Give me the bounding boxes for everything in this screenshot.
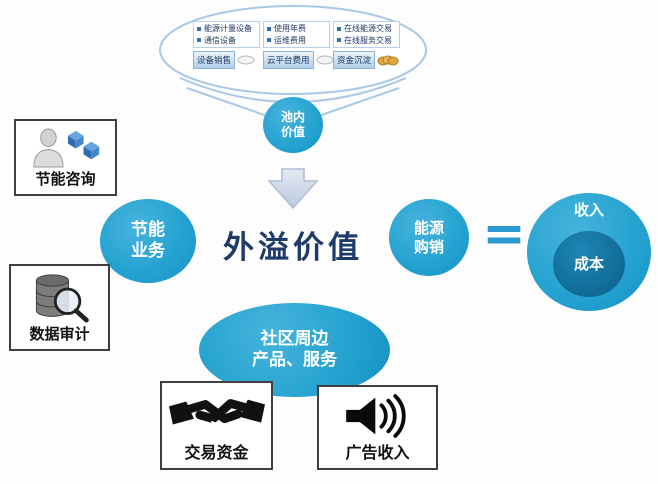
funnel-column-fees: 使用年费 运维费用 云平台费用 [263, 21, 334, 70]
bullet-icon [197, 38, 201, 43]
consultant-icon [32, 128, 99, 168]
energy-consulting-box: 节能咨询 [14, 119, 117, 196]
energy-trade-circle: 能源 购销 [389, 199, 469, 276]
income-label: 收入 [573, 201, 604, 219]
cost-circle: 成本 [553, 231, 625, 297]
funnel-item: 使用年费 [267, 24, 326, 34]
funnel-column-trading: 在线能源交易 在线服务交易 资金沉淀 [333, 21, 400, 70]
energy-business-circle: 节能 业务 [100, 199, 196, 283]
funnel-item-text: 运维费用 [274, 35, 306, 45]
funnel-label-row: 资金沉淀 [333, 51, 399, 70]
funnel-label-row: 云平台费用 [263, 51, 334, 70]
funnel-item-text: 通信设备 [204, 35, 236, 45]
business-line2: 业务 [131, 241, 165, 261]
funnel-item-list: 使用年费 运维费用 [263, 21, 330, 49]
page-title: 外溢价值 [223, 230, 363, 266]
community-line1: 社区周边 [260, 328, 329, 349]
funnel-item: 在线服务交易 [337, 36, 396, 46]
funnel-item: 能源计量设备 [197, 24, 256, 34]
trade-line2: 购销 [413, 237, 444, 256]
funnel-item-text: 能源计量设备 [204, 24, 252, 33]
trade-line1: 能源 [413, 218, 444, 237]
database-audit-icon [35, 274, 89, 323]
community-line2: 产品、服务 [252, 350, 337, 370]
funnel-item: 运维费用 [267, 36, 326, 46]
funnel-item: 在线能源交易 [337, 24, 396, 34]
down-arrow-icon [267, 168, 319, 210]
funnel-item-list: 在线能源交易 在线服务交易 [333, 21, 400, 49]
funnel-column-label: 资金沉淀 [333, 51, 376, 70]
handshake-icon [168, 399, 265, 427]
trade-funds-label: 交易资金 [184, 443, 249, 462]
ad-income-label: 广告收入 [345, 443, 410, 462]
equals-sign: = [482, 204, 526, 264]
megaphone-icon [345, 394, 406, 438]
pill-icon [316, 55, 334, 65]
funnel-column-label: 云平台费用 [263, 51, 314, 70]
funnel-item-list: 能源计量设备 通信设备 [193, 21, 260, 49]
business-line1: 节能 [131, 219, 165, 240]
cost-label: 成本 [573, 254, 604, 273]
bullet-icon [267, 26, 271, 31]
pool-value-line1: 池内 [280, 110, 305, 124]
consulting-label: 节能咨询 [35, 170, 96, 188]
audit-label: 数据审计 [29, 325, 90, 343]
pool-value-line2: 价值 [280, 125, 305, 139]
funnel-column-equipment: 能源计量设备 通信设备 设备销售 [193, 21, 260, 70]
pool-value-circle: 池内 价值 [263, 97, 323, 153]
data-audit-box: 数据审计 [9, 264, 110, 351]
trade-funds-box: 交易资金 [160, 381, 273, 470]
bullet-icon [197, 26, 201, 31]
funnel-item: 通信设备 [197, 36, 256, 46]
coins-icon [377, 55, 399, 66]
funnel-label-row: 设备销售 [193, 51, 255, 70]
bullet-icon [337, 38, 341, 43]
bullet-icon [337, 26, 341, 31]
funnel-item-text: 在线服务交易 [344, 35, 392, 45]
funnel-item-text: 在线能源交易 [344, 24, 392, 33]
funnel-item-text: 使用年费 [274, 24, 306, 33]
bullet-icon [267, 38, 271, 43]
pill-icon [237, 55, 255, 65]
funnel-column-label: 设备销售 [193, 51, 236, 70]
ad-income-box: 广告收入 [317, 385, 438, 470]
income-circle: 收入 成本 [527, 193, 651, 311]
